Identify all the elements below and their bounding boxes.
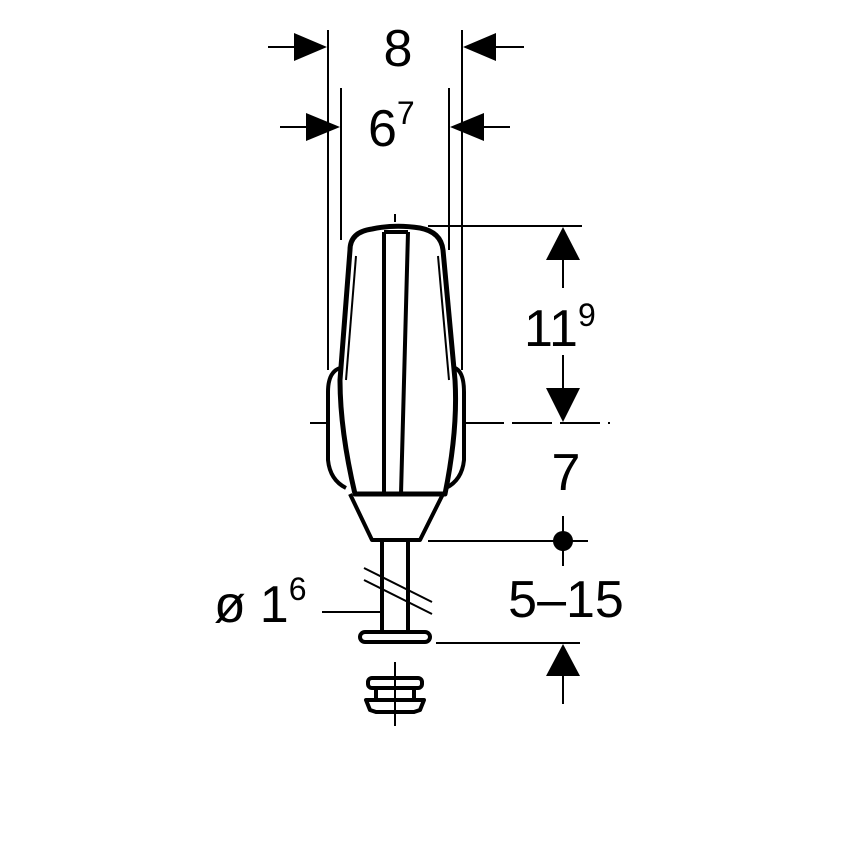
inner-width-dimension [280,88,510,250]
valve-body [326,214,466,644]
lower-offset-label: 7 [552,444,581,502]
outer-width-dimension [268,30,524,370]
outer-width-label: 8 [384,20,413,78]
pipe-range-label: 5–15 [508,571,624,629]
arrow-up-icon [546,227,580,260]
bottom-fitting [364,662,426,726]
arrow-up-icon [546,644,580,676]
pipe-range-dimension [436,642,580,704]
inner-width-label: 67 [368,95,415,158]
reference-point [428,516,588,566]
body-height-dimension [428,225,582,422]
arrow-left-icon [450,113,484,141]
arrow-left-icon [463,33,496,61]
reference-dot-icon [553,531,573,551]
arrow-down-icon [546,388,580,422]
arrow-right-icon [306,113,340,141]
arrow-right-icon [294,33,327,61]
body-height-label: 119 [524,297,596,358]
